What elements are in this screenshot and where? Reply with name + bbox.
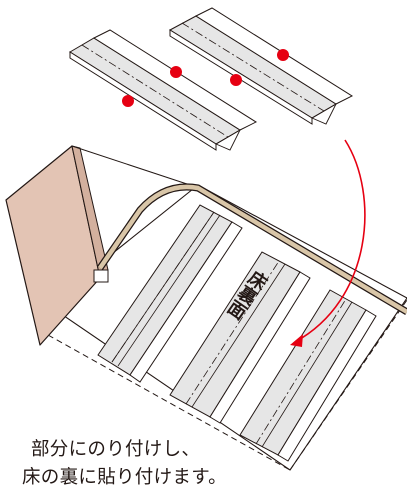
mounted-strip-2 bbox=[169, 251, 311, 424]
floor-rail bbox=[97, 183, 407, 316]
wall-panel bbox=[5, 145, 191, 346]
glue-dot bbox=[170, 66, 182, 78]
placement-arrow bbox=[290, 139, 366, 347]
glue-dot bbox=[277, 49, 289, 61]
loose-strip-left bbox=[69, 29, 258, 151]
caption-line-1: 部分にのり付けし、 bbox=[31, 439, 201, 460]
glue-dot bbox=[230, 74, 242, 86]
glue-dot bbox=[122, 95, 134, 107]
caption-line-2: 床の裏に貼り付けます。 bbox=[22, 467, 227, 488]
mounted-strip-1 bbox=[97, 204, 243, 383]
mounted-strip-3 bbox=[239, 289, 377, 462]
